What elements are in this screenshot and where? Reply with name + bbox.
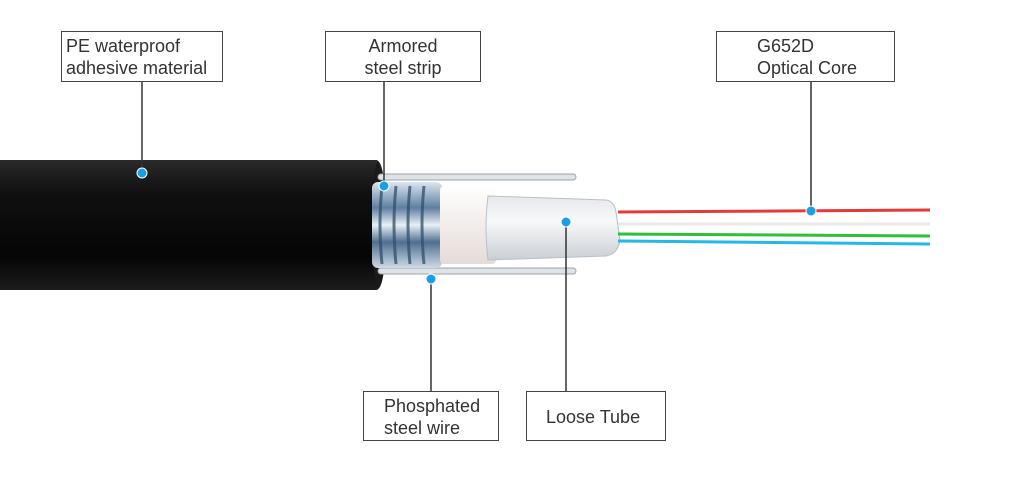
label-phosphated-line2: steel wire — [384, 418, 461, 438]
steel-wire-bottom — [377, 267, 577, 275]
marker-core — [805, 205, 817, 217]
label-pe-line1: PE waterproof — [66, 36, 181, 56]
label-pe-waterproof: PE waterproof adhesive material — [61, 31, 223, 82]
label-armor-line2: steel strip — [364, 58, 442, 78]
fiber-red — [617, 208, 931, 214]
steel-wire-top — [377, 173, 577, 181]
loose-tube — [485, 195, 621, 261]
label-phosphated-steel-wire: Phosphated steel wire — [363, 391, 499, 441]
marker-phosphated — [425, 273, 437, 285]
leader-lines — [141, 82, 812, 391]
armor-corrugation — [378, 185, 426, 265]
label-armor-line1: Armored — [368, 36, 438, 56]
label-core-line2: Optical Core — [757, 58, 858, 78]
label-loose-tube-text: Loose Tube — [546, 407, 641, 427]
pe-jacket — [0, 160, 386, 290]
label-optical-core: G652D Optical Core — [716, 31, 895, 82]
label-loose-tube: Loose Tube — [526, 391, 666, 441]
label-core-line1: G652D — [757, 36, 815, 56]
label-armored-steel-strip: Armored steel strip — [325, 31, 481, 82]
label-phosphated-line1: Phosphated — [384, 396, 481, 416]
marker-loose-tube — [560, 216, 572, 228]
fiber-cyan — [617, 239, 931, 246]
label-pe-line2: adhesive material — [66, 58, 208, 78]
marker-armor — [378, 180, 390, 192]
inner-core — [440, 186, 496, 264]
marker-pe — [136, 167, 148, 179]
fiber-green — [617, 232, 931, 238]
